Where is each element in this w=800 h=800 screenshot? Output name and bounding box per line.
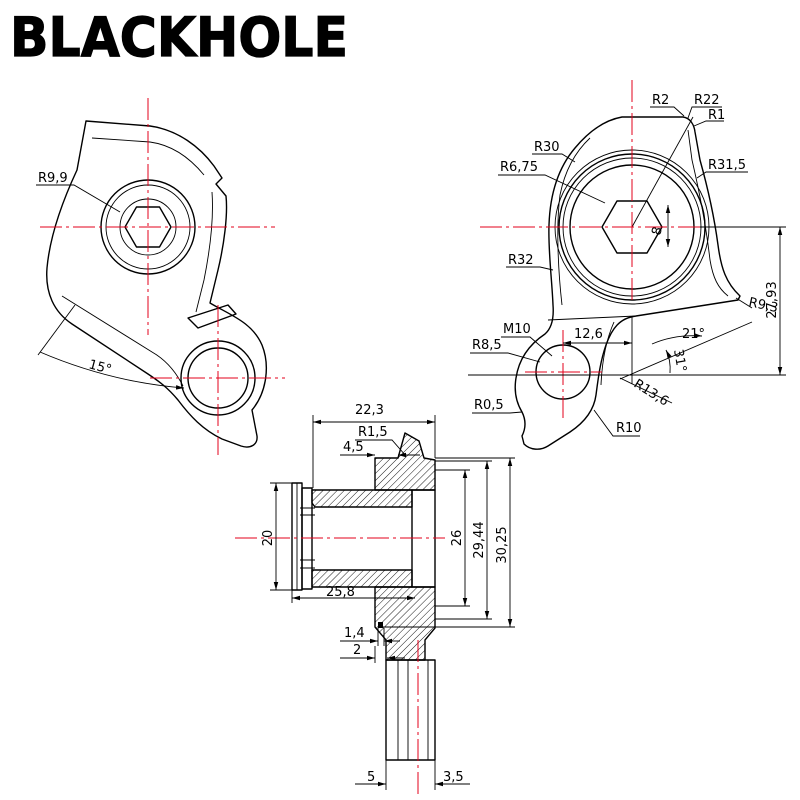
dimension-label-r8-5: R8,5 [472, 338, 502, 353]
dimension-label-4-5: 4,5 [343, 440, 364, 455]
hanger-outline [46, 120, 267, 448]
leader-r10 [593, 409, 640, 437]
leader-r6-75 [498, 174, 606, 204]
angle-reference-line [619, 321, 753, 380]
dimension-label-m10: M10 [503, 322, 531, 337]
top-band-edge [91, 137, 205, 176]
dimension-label-r32: R32 [508, 253, 534, 268]
dimension-label-r31-5: R31,5 [708, 158, 746, 173]
drawing-title: BLACKHOLE [10, 6, 348, 69]
dimension-label-31deg: 31° [670, 348, 689, 373]
bore-detail-lines [300, 507, 315, 569]
dimension-label-3-5: 3,5 [443, 770, 464, 785]
hex-socket-icon [601, 200, 663, 254]
plate-lower [385, 659, 436, 761]
leader-r1-5 [355, 439, 407, 457]
dimension-label-12-6: 12,6 [574, 327, 603, 342]
dimension-label-r13-6: R13,6 [631, 377, 671, 410]
dimension-label-15deg: 15° [87, 357, 113, 377]
dimension-label-27-93: 27,93 [765, 281, 780, 318]
angle-arc-15 [39, 351, 185, 390]
extension-lines-20 [270, 482, 292, 591]
right-view: 8 R2 R22 R1 R30 R6,75 R31,5 R32 R9,3 27,… [468, 80, 786, 450]
slot-outline [187, 304, 237, 329]
angle-arc-31 [665, 349, 672, 374]
lower-inner-edge [61, 295, 184, 387]
leader-r8-5 [470, 352, 541, 363]
leader-r1 [693, 120, 724, 127]
extension-lines-bottom [385, 760, 436, 790]
leader-r2 [650, 106, 685, 117]
plate-section-top [374, 432, 436, 491]
leader-r0-5 [472, 411, 523, 414]
section-view: 22,3 R1,5 4,5 20 26 29,44 30,25 25,8 1,4 [235, 403, 515, 795]
right-inner-edge [195, 191, 213, 313]
extension-lines-2 [374, 646, 387, 663]
dimension-label-r22: R22 [694, 93, 720, 108]
dimension-label-29-44: 29,44 [472, 521, 487, 558]
dimension-label-2: 2 [353, 643, 361, 658]
angle-arc-21 [651, 333, 703, 345]
right-inner-edge [687, 129, 729, 297]
extension-lines-30-25 [380, 457, 515, 628]
leader-m10 [501, 336, 553, 357]
arm-inner-edge [600, 321, 615, 386]
leader-r30 [532, 153, 576, 163]
dimension-label-21deg: 21° [682, 327, 705, 342]
dimension-label-5: 5 [367, 770, 375, 785]
leader-r22 [687, 106, 722, 119]
leader-r32 [506, 266, 554, 271]
leader-r31-5 [696, 171, 748, 179]
leader-r13-6 [619, 377, 673, 404]
left-inner-edge [557, 137, 591, 306]
dimension-label-1-4: 1,4 [344, 626, 365, 641]
dimension-label-25-8: 25,8 [326, 585, 355, 600]
dimension-label-r9-9: R9,9 [38, 171, 68, 186]
tube-wall-top [311, 489, 413, 508]
hanger-outline [514, 116, 741, 450]
dimension-label-r0-5: R0,5 [474, 398, 504, 413]
leader-r9-3 [735, 297, 753, 309]
dimension-label-30-25: 30,25 [495, 526, 510, 563]
radius-leader [631, 116, 694, 228]
dimension-label-8: 8 [649, 225, 666, 237]
body-lower-edge [547, 315, 637, 321]
plate-lower-edges [397, 660, 429, 760]
dimension-label-r30: R30 [534, 140, 560, 155]
dimension-label-22-3: 22,3 [355, 403, 384, 418]
dimension-label-r6-75: R6,75 [500, 160, 538, 175]
dimension-label-r2: R2 [652, 93, 669, 108]
dimension-label-r1: R1 [708, 108, 725, 123]
left-view: R9,9 15° [36, 98, 285, 455]
extension-lines-29-44 [435, 460, 492, 620]
dimension-label-26: 26 [450, 530, 465, 547]
step-detail [378, 622, 383, 628]
dimension-label-r10: R10 [616, 421, 642, 436]
dimension-label-r1-5: R1,5 [358, 425, 388, 440]
dimension-label-20: 20 [261, 530, 276, 547]
dimension-label-r9-3: R9,3 [747, 295, 779, 316]
leader-r9-9 [36, 184, 121, 213]
extension-line-angle [37, 304, 76, 356]
